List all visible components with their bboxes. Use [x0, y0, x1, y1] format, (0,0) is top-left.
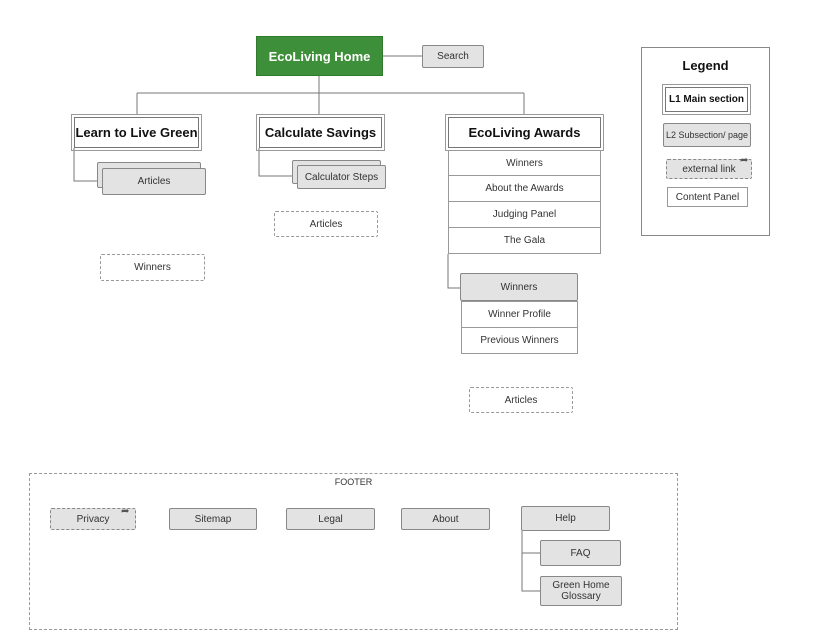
legend-l1-sample: L1 Main section — [662, 84, 751, 115]
footer-glossary-node[interactable]: Green Home Glossary — [540, 576, 622, 606]
ecoliving-awards-node[interactable]: EcoLiving Awards — [445, 114, 604, 151]
the-gala-panel[interactable]: The Gala — [448, 228, 601, 254]
learn-winners-panel[interactable]: Winners — [100, 254, 205, 281]
legend-title: Legend — [682, 58, 729, 73]
footer-about-node[interactable]: About — [401, 508, 490, 530]
home-node[interactable]: EcoLiving Home — [256, 36, 383, 76]
calculate-savings-node[interactable]: Calculate Savings — [256, 114, 385, 151]
winner-profile-panel[interactable]: Winner Profile — [461, 301, 578, 328]
judging-panel-panel[interactable]: Judging Panel — [448, 202, 601, 228]
learn-articles-node[interactable]: Articles — [102, 168, 206, 195]
about-the-awards-panel[interactable]: About the Awards — [448, 176, 601, 202]
awards-winners-panel[interactable]: Winners — [448, 150, 601, 176]
legend-external-sample: external link — [666, 159, 752, 179]
footer-region: FOOTER — [29, 473, 678, 630]
legend-content-sample: Content Panel — [667, 187, 748, 207]
legend-l2-sample: L2 Subsection/ page — [663, 123, 751, 147]
learn-to-live-green-node[interactable]: Learn to Live Green — [71, 114, 202, 151]
previous-winners-panel[interactable]: Previous Winners — [461, 328, 578, 354]
calculate-articles-panel[interactable]: Articles — [274, 211, 378, 237]
footer-sitemap-node[interactable]: Sitemap — [169, 508, 257, 530]
footer-faq-node[interactable]: FAQ — [540, 540, 621, 566]
awards-articles-panel[interactable]: Articles — [469, 387, 573, 413]
footer-legal-node[interactable]: Legal — [286, 508, 375, 530]
footer-help-node[interactable]: Help — [521, 506, 610, 531]
footer-title: FOOTER — [334, 477, 373, 487]
external-link-icon: ➦ — [121, 506, 130, 517]
awards-winners-subsection[interactable]: Winners — [460, 273, 578, 301]
external-link-icon: ➦ — [740, 155, 749, 166]
footer-privacy-link[interactable]: Privacy — [50, 508, 136, 530]
calculator-steps-node[interactable]: Calculator Steps — [297, 165, 386, 189]
search-node[interactable]: Search — [422, 45, 484, 68]
